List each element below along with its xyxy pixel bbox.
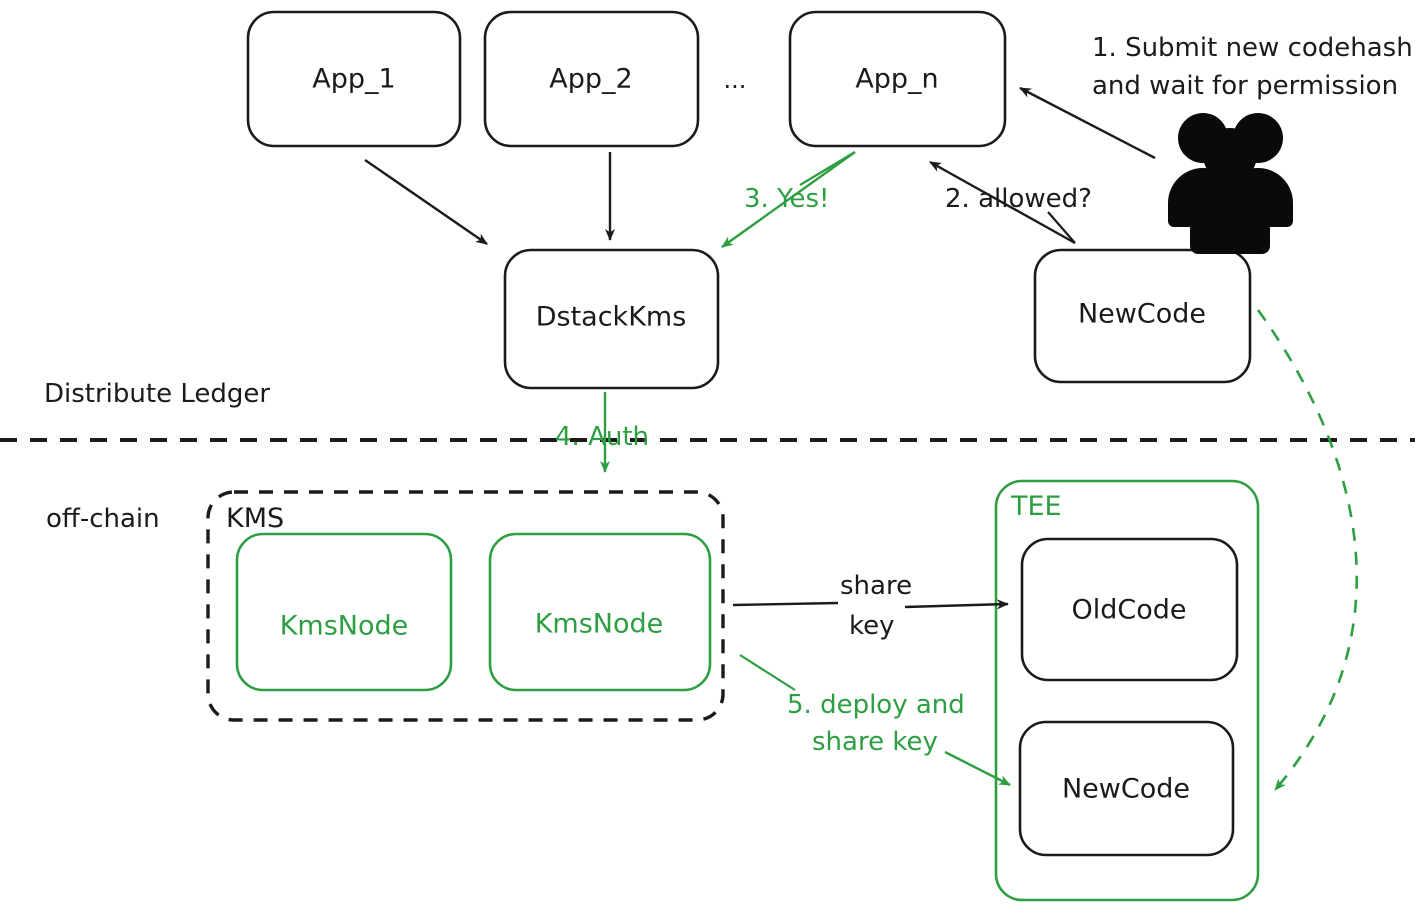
group-tee-label: TEE bbox=[1010, 491, 1062, 522]
edge-sharekey-segment-left bbox=[732, 601, 839, 607]
region-distribute-ledger-label: Distribute Ledger bbox=[44, 379, 270, 409]
edge-sharekey-to-oldcode bbox=[904, 599, 1009, 610]
node-tee-oldcode-box[interactable] bbox=[1020, 537, 1239, 682]
edge-newcode-to-appn-allowed bbox=[929, 160, 1076, 245]
edge-label-step1-line2: and wait for permission bbox=[1092, 71, 1398, 101]
users-group-icon bbox=[1168, 113, 1293, 254]
node-dstackkms-box[interactable] bbox=[503, 248, 720, 390]
node-kmsnode-1-label: KmsNode bbox=[280, 611, 409, 642]
edge-appn-to-dstackkms-yes bbox=[721, 151, 856, 248]
node-kmsnode-2-label: KmsNode bbox=[535, 609, 664, 640]
node-app-n-box[interactable] bbox=[788, 10, 1007, 148]
edge-label-step2: 2. allowed? bbox=[945, 184, 1092, 214]
app-ellipsis-label: ... bbox=[724, 66, 747, 94]
edge-kmsnode-to-tee-newcode bbox=[944, 750, 1011, 787]
edge-label-share-key-line2: key bbox=[849, 611, 895, 641]
edge-label-share-key-line1: share bbox=[840, 571, 912, 601]
node-app-2-label: App_2 bbox=[549, 64, 632, 95]
edge-users-to-appn-submit bbox=[1019, 86, 1156, 160]
edge-label-step4: 4. Auth bbox=[555, 422, 649, 452]
node-dstackkms-label: DstackKms bbox=[536, 302, 687, 333]
node-kmsnode-1-box[interactable] bbox=[235, 532, 453, 692]
node-tee-newcode-box[interactable] bbox=[1018, 720, 1235, 857]
node-app-n-label: App_n bbox=[855, 64, 938, 95]
edge-label-step3: 3. Yes! bbox=[744, 184, 829, 214]
group-kms-box bbox=[206, 490, 725, 722]
node-kmsnode-2-box[interactable] bbox=[488, 532, 712, 692]
edge-step3-leader-line bbox=[799, 151, 856, 186]
edge-app1-to-dstackkms bbox=[364, 159, 488, 245]
node-newcode-chain-label: NewCode bbox=[1078, 299, 1206, 330]
node-newcode-chain-box[interactable] bbox=[1033, 248, 1252, 384]
node-tee-oldcode-label: OldCode bbox=[1071, 595, 1186, 626]
edge-label-step5-line2: share key bbox=[812, 727, 938, 757]
edge-newcode-chain-to-tee-newcode bbox=[1256, 309, 1359, 791]
node-tee-newcode-label: NewCode bbox=[1062, 774, 1190, 805]
node-app-2-box[interactable] bbox=[483, 10, 700, 148]
node-app-1-box[interactable] bbox=[246, 10, 462, 148]
region-off-chain-label: off-chain bbox=[46, 504, 160, 534]
group-kms-label: KMS bbox=[226, 503, 284, 534]
edge-step2-leader-line bbox=[1047, 211, 1076, 244]
node-app-1-label: App_1 bbox=[312, 64, 395, 95]
edge-label-step1-line1: 1. Submit new codehash bbox=[1092, 33, 1413, 63]
edge-label-step5-line1: 5. deploy and bbox=[787, 690, 965, 720]
edge-step5-leader-line bbox=[739, 654, 796, 691]
